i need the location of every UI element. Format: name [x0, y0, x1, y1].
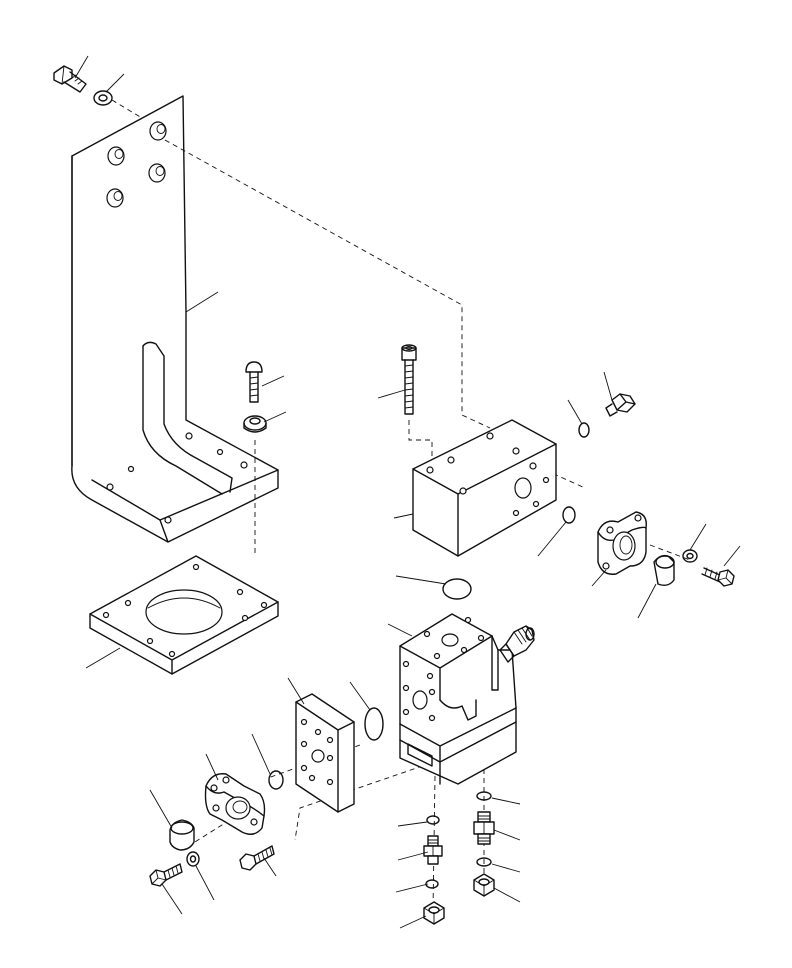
o-ring-plate	[268, 770, 284, 790]
adapter-plate	[89, 555, 279, 675]
cap-right	[653, 554, 675, 587]
control-valve	[399, 613, 517, 785]
flange-left	[204, 773, 266, 835]
o-ring-block-side	[562, 506, 576, 524]
bolt-left	[149, 863, 183, 887]
washer-top-left	[93, 90, 113, 106]
o-ring-valve-top	[442, 578, 472, 600]
valve-block	[412, 419, 557, 557]
o-ring-valve-side	[364, 707, 384, 741]
fitting-bottom-right	[473, 811, 495, 845]
nut-bottom-right	[473, 873, 495, 897]
intermediate-plate	[295, 693, 355, 813]
o-ring-plug	[578, 422, 590, 438]
socket-screw	[401, 344, 417, 415]
bolt-right	[701, 567, 735, 587]
plug-top-right	[605, 393, 636, 417]
o-rings-bottom	[425, 791, 492, 889]
cap-left	[169, 819, 195, 851]
fitting-bottom-left	[423, 835, 443, 865]
bolt-bracket	[245, 361, 263, 403]
leader-lines	[74, 55, 741, 929]
assembly-center-lines	[111, 99, 691, 911]
washer-left	[186, 851, 200, 867]
bolt-top-left	[53, 65, 87, 93]
l-bracket	[71, 95, 279, 543]
hose-fitting	[499, 625, 535, 663]
washer-right	[682, 549, 698, 563]
flange-right	[597, 511, 647, 575]
washer-bracket	[243, 415, 267, 433]
screw-flange-left	[239, 845, 275, 871]
nut-bottom-left	[423, 901, 445, 925]
